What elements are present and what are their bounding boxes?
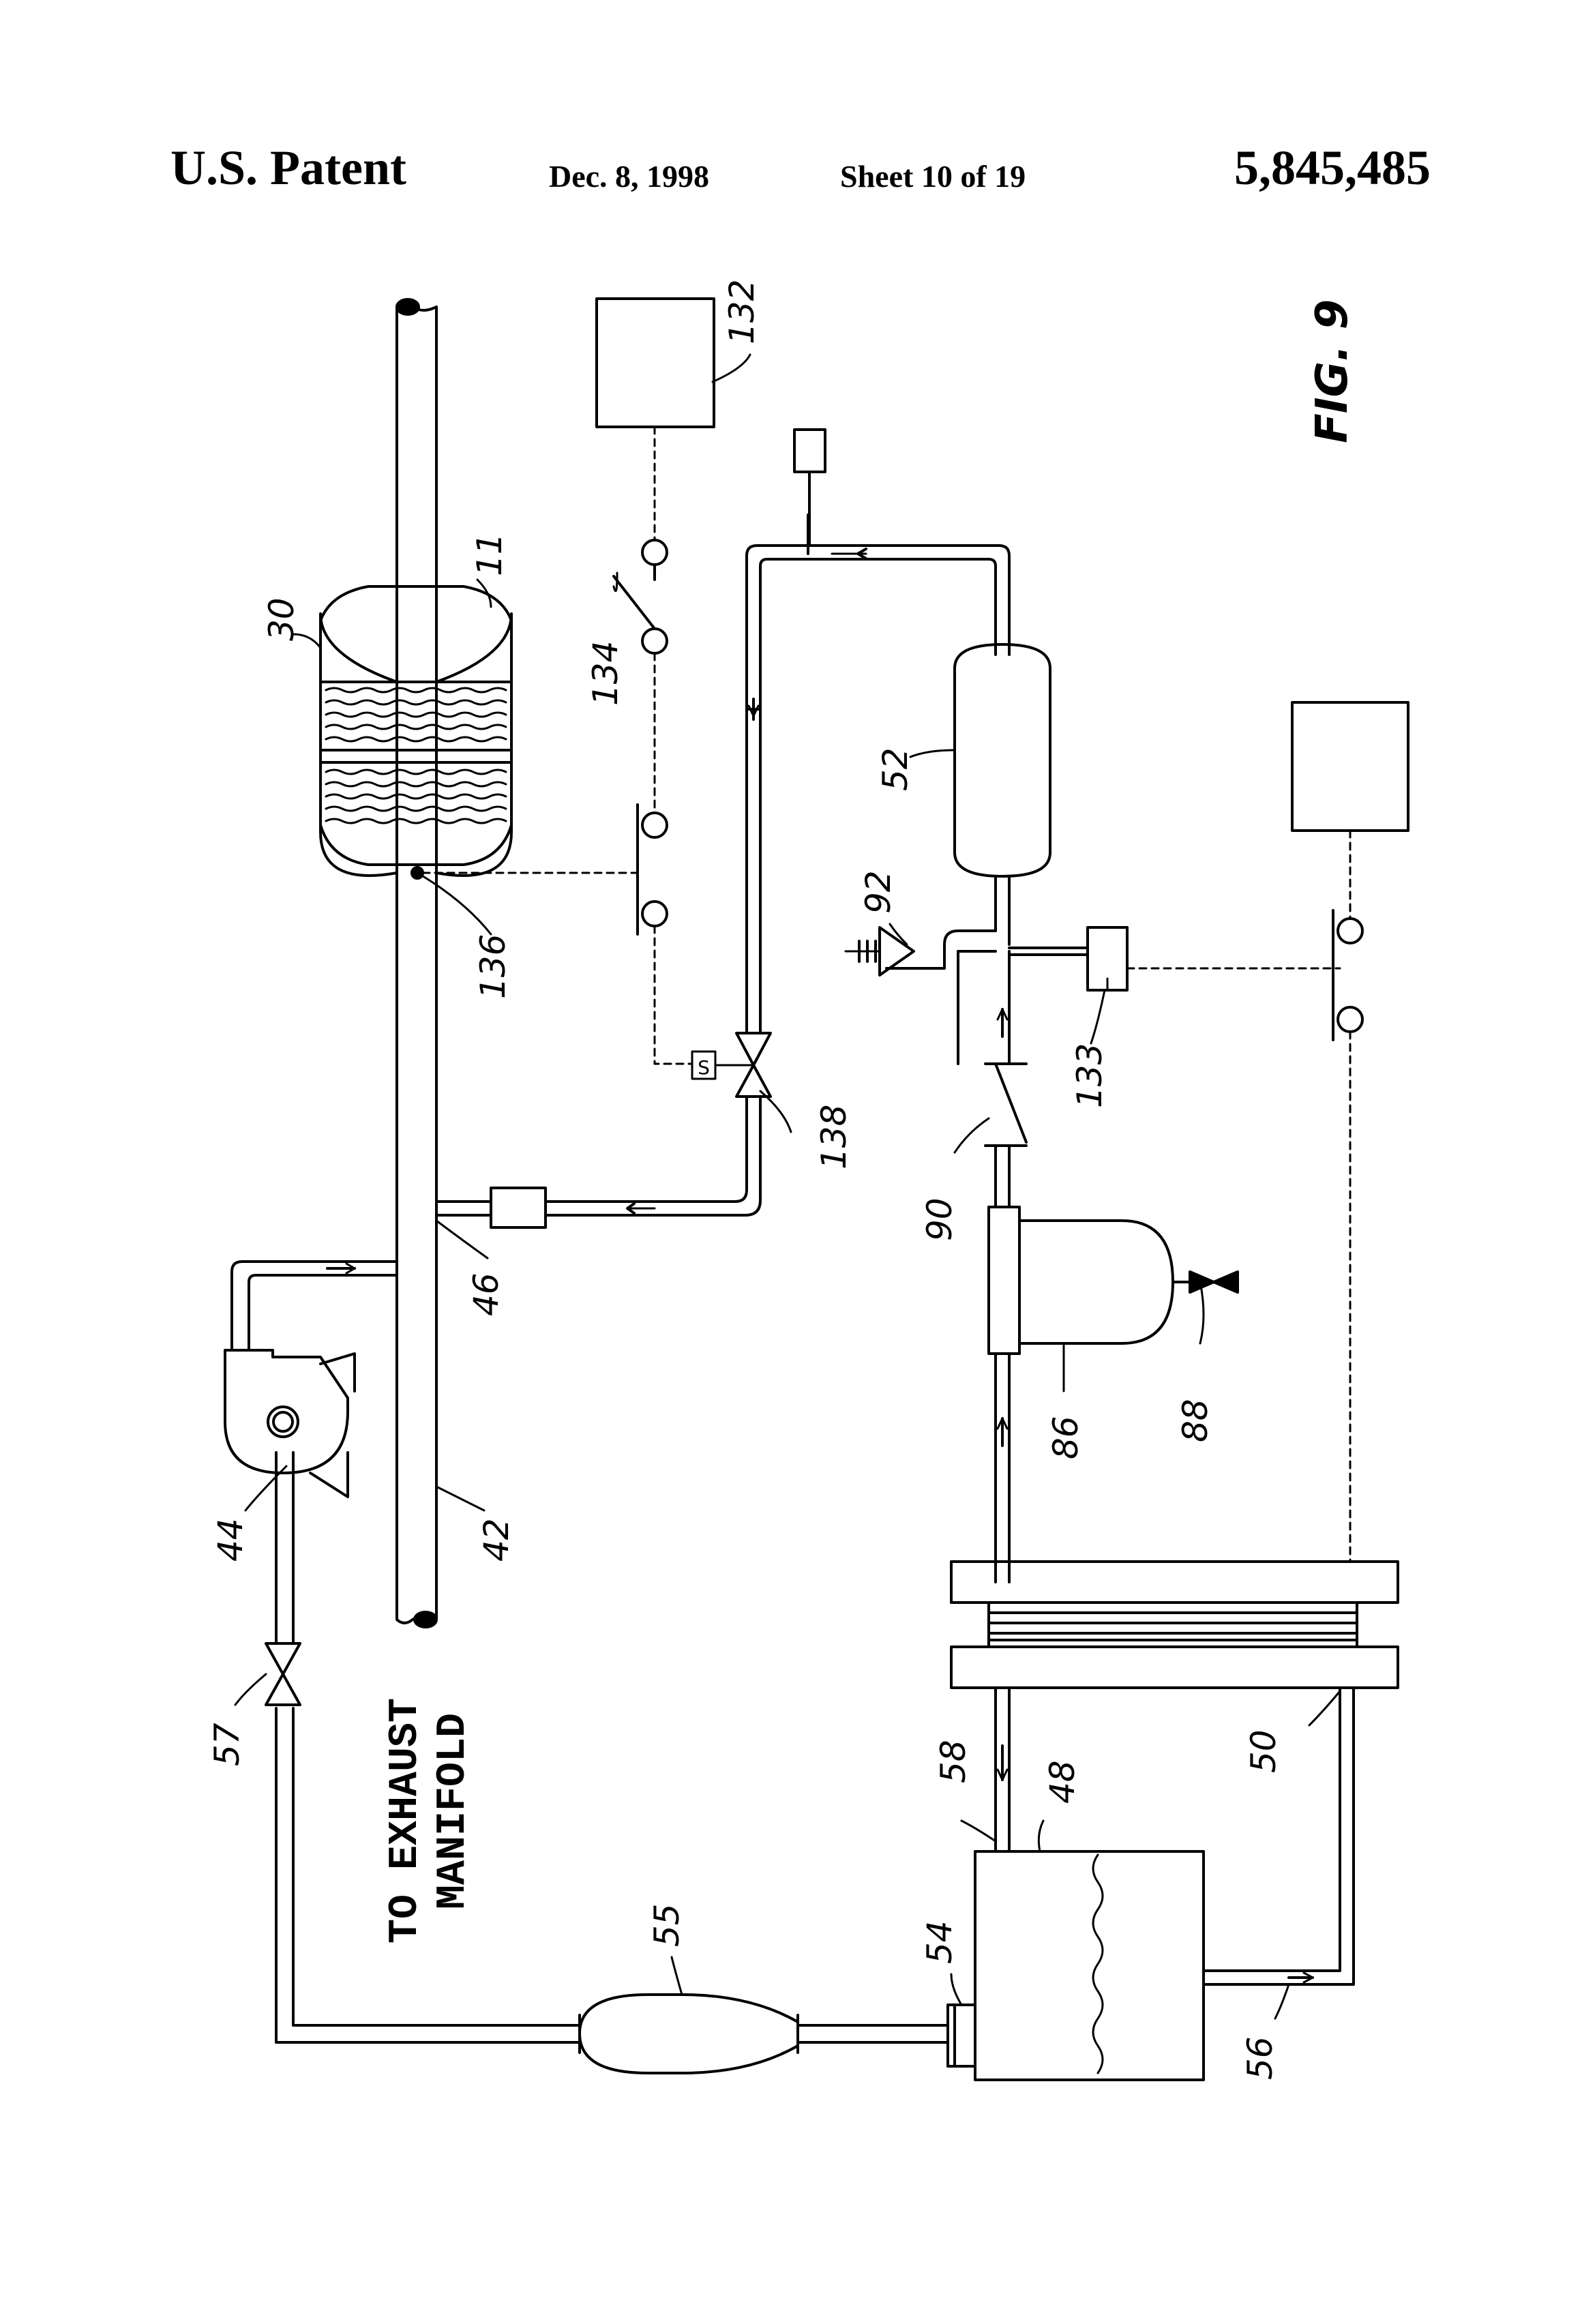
ref-30: 30 bbox=[262, 597, 301, 641]
ref-54: 54 bbox=[920, 1920, 959, 1964]
exhaust-pipe bbox=[397, 299, 436, 1627]
box-top-right bbox=[794, 430, 825, 472]
ref-50: 50 bbox=[1244, 1729, 1283, 1773]
manifold-label-line2: MANIFOLD bbox=[430, 1713, 477, 1909]
ref-86: 86 bbox=[1046, 1416, 1086, 1459]
ref-44: 44 bbox=[211, 1518, 250, 1562]
ref-136: 136 bbox=[473, 934, 513, 999]
box-right bbox=[1292, 702, 1408, 831]
switch-right bbox=[1333, 910, 1362, 1040]
filter-box-46 bbox=[491, 1188, 546, 1227]
ref-48: 48 bbox=[1043, 1760, 1082, 1804]
valve-57 bbox=[266, 1643, 300, 1705]
tee-92 bbox=[886, 931, 1088, 1064]
solenoid-letter: S bbox=[698, 1056, 710, 1079]
check-valve-90 bbox=[985, 1064, 1026, 1207]
ref-92: 92 bbox=[859, 870, 898, 914]
ref-42: 42 bbox=[477, 1518, 516, 1562]
drain-valve-88 bbox=[1173, 1272, 1238, 1292]
ref-46: 46 bbox=[466, 1272, 506, 1316]
heat-exchanger-50 bbox=[951, 1562, 1398, 1688]
accumulator-52 bbox=[955, 644, 1050, 931]
ref-138: 138 bbox=[814, 1105, 854, 1170]
figure-caption: FIG. 9 bbox=[1307, 299, 1358, 443]
fitting-54 bbox=[948, 2005, 975, 2066]
ref-90: 90 bbox=[920, 1197, 959, 1241]
ref-55: 55 bbox=[647, 1903, 687, 1947]
box-132 bbox=[597, 299, 714, 427]
ref-132: 132 bbox=[722, 280, 762, 344]
manifold-label-line1: TO EXHAUST bbox=[383, 1698, 429, 1943]
filter-86 bbox=[989, 1207, 1200, 1582]
ref-57: 57 bbox=[207, 1723, 247, 1766]
switch-134 bbox=[614, 540, 667, 653]
tank-48 bbox=[975, 1851, 1204, 2080]
ref-58: 58 bbox=[934, 1740, 973, 1783]
pump-44 bbox=[225, 1350, 355, 1497]
relay-switch-136 bbox=[638, 805, 667, 934]
ref-133: 133 bbox=[1070, 1043, 1109, 1108]
ref-52: 52 bbox=[876, 747, 915, 791]
converter-30 bbox=[320, 586, 511, 878]
accumulator-55 bbox=[580, 1995, 798, 2073]
ref-11: 11 bbox=[470, 533, 509, 576]
ref-88: 88 bbox=[1176, 1399, 1215, 1442]
ref-56: 56 bbox=[1240, 2036, 1280, 2080]
ref-134: 134 bbox=[586, 641, 625, 706]
